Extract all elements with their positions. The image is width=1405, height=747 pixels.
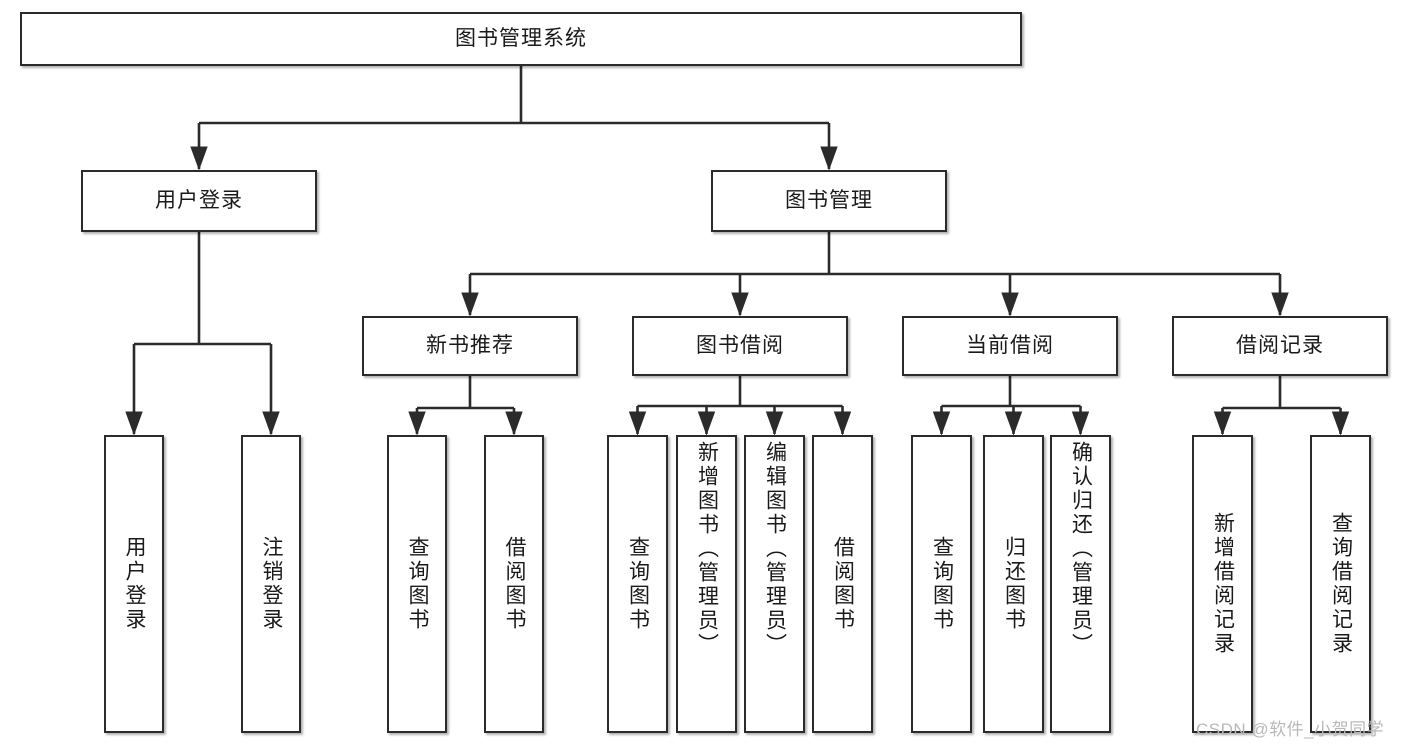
node-l-cu-query[interactable]: 查询图书 [911, 435, 972, 733]
node-l-cu-confirm[interactable]: 确认归还（管理员） [1050, 435, 1111, 733]
connector-arrowhead [190, 146, 208, 171]
node-label: 查询图书 [930, 536, 954, 632]
node-label: 新增借阅记录 [1211, 512, 1235, 656]
node-l-cu-return[interactable]: 归还图书 [983, 435, 1044, 733]
connector-arrowhead [461, 292, 479, 317]
connector-arrowhead [833, 411, 852, 436]
node-l-rc-add[interactable]: 新增借阅记录 [1192, 435, 1253, 733]
node-newbook[interactable]: 新书推荐 [362, 316, 578, 376]
node-label: 新增图书（管理员） [695, 441, 719, 657]
connector-arrowhead [505, 411, 523, 436]
node-label: 借阅图书 [831, 536, 855, 632]
node-l-bk-add[interactable]: 新增图书（管理员） [676, 435, 737, 733]
connector-arrowhead [262, 411, 280, 436]
connector-arrowhead [125, 411, 143, 436]
node-label: 编辑图书（管理员） [763, 441, 787, 657]
node-login[interactable]: 用户登录 [81, 170, 317, 232]
node-label: 用户登录 [123, 536, 147, 632]
node-label: 归还图书 [1002, 536, 1026, 632]
node-l-bk-edit[interactable]: 编辑图书（管理员） [744, 435, 805, 733]
watermark-text: CSDN @软件_小贺同学 [1196, 720, 1385, 739]
node-label: 新书推荐 [426, 334, 514, 358]
node-label: 用户登录 [155, 189, 243, 213]
node-l-nb-query[interactable]: 查询图书 [387, 435, 447, 733]
node-borrow[interactable]: 图书借阅 [632, 316, 848, 376]
node-label: 图书管理 [785, 189, 873, 213]
connector-arrowhead [1271, 292, 1289, 317]
node-l-bk-query[interactable]: 查询图书 [607, 435, 668, 733]
node-label: 借阅记录 [1236, 334, 1324, 358]
node-label: 注销登录 [260, 536, 284, 632]
connector-arrowhead [628, 411, 647, 436]
node-label: 查询图书 [626, 536, 650, 632]
node-current[interactable]: 当前借阅 [902, 316, 1118, 376]
node-label: 图书借阅 [696, 334, 784, 358]
node-root[interactable]: 图书管理系统 [20, 12, 1022, 66]
node-l-login[interactable]: 用户登录 [104, 435, 164, 733]
connector-arrowhead [408, 411, 426, 436]
node-l-rc-query[interactable]: 查询借阅记录 [1310, 435, 1371, 733]
connector-arrowhead [1004, 411, 1023, 436]
node-bookmgmt[interactable]: 图书管理 [711, 170, 947, 232]
connector-arrowhead [731, 292, 749, 317]
node-label: 确认归还（管理员） [1069, 441, 1093, 657]
connector-arrowhead [765, 411, 784, 436]
node-l-nb-borrow[interactable]: 借阅图书 [484, 435, 544, 733]
node-l-logout[interactable]: 注销登录 [241, 435, 301, 733]
connector-arrowhead [820, 146, 838, 171]
connector-arrowhead [932, 411, 951, 436]
node-records[interactable]: 借阅记录 [1172, 316, 1388, 376]
node-l-bk-borrow[interactable]: 借阅图书 [812, 435, 873, 733]
connector-arrowhead [1001, 292, 1019, 317]
node-label: 图书管理系统 [455, 27, 587, 51]
node-label: 查询图书 [406, 536, 430, 632]
node-label: 查询借阅记录 [1329, 512, 1353, 656]
node-label: 当前借阅 [966, 334, 1054, 358]
connector-arrowhead [1071, 411, 1090, 436]
node-label: 借阅图书 [503, 536, 527, 632]
connector-arrowhead [697, 411, 716, 436]
connector-arrowhead [1331, 411, 1350, 436]
connector-arrowhead [1213, 411, 1232, 436]
